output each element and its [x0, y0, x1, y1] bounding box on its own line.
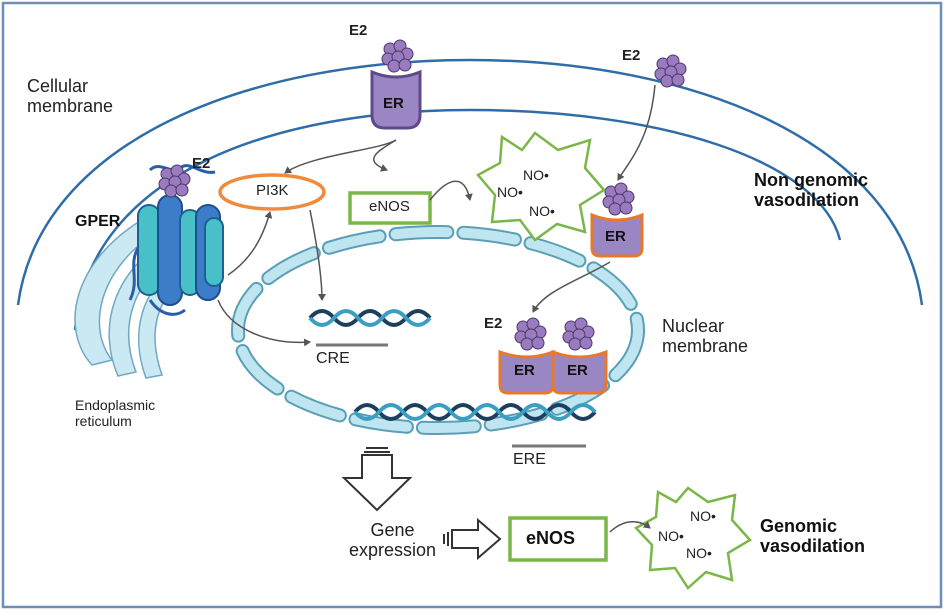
e2-label-nuclear: E2 — [484, 315, 503, 332]
estrogen-receptor-icon — [370, 69, 422, 130]
no-label: NO• — [529, 203, 555, 219]
no-label: NO• — [523, 167, 549, 183]
estrogen-receptor-icon — [498, 349, 608, 395]
er-label-cyto: ER — [605, 228, 626, 245]
nuclear-membrane-label: Nuclear membrane — [662, 316, 749, 357]
enos-top-label: eNOS — [369, 198, 410, 215]
no-label: NO• — [658, 528, 684, 544]
pi3k-node — [218, 173, 326, 211]
gper-label: GPER — [75, 213, 121, 230]
block-arrow-icon — [443, 517, 502, 561]
e2-label-top: E2 — [349, 22, 368, 39]
signal-arrows — [217, 84, 656, 533]
no-burst-icon — [633, 486, 752, 590]
ere-label: ERE — [513, 451, 546, 468]
pi3k-label: PI3K — [256, 182, 289, 199]
dna-helix-icon — [353, 403, 597, 448]
endoplasmic-reticulum-label: Endoplasmic reticulum — [75, 397, 156, 429]
enos-box-bottom — [508, 516, 608, 562]
er-label-top: ER — [383, 95, 404, 112]
er-label-nuclear-2: ER — [567, 362, 588, 379]
no-label: NO• — [686, 545, 712, 561]
dna-helix-icon — [308, 309, 432, 347]
cellular-membrane — [16, 58, 924, 331]
enos-box-top — [348, 191, 432, 225]
e2-label-gper: E2 — [192, 155, 211, 172]
gene-expression-label: Gene expression — [349, 520, 437, 561]
enos-bottom-label: eNOS — [526, 528, 576, 548]
estrogen-receptor-icon — [590, 212, 644, 258]
no-label: NO• — [690, 508, 716, 524]
genomic-vasodilation-label: Genomic vasodilation — [760, 516, 866, 557]
no-burst-icon — [476, 131, 606, 242]
block-arrow-icon — [341, 447, 413, 512]
er-label-nuclear-1: ER — [514, 362, 535, 379]
cellular-membrane-label: Cellular membrane — [27, 76, 114, 117]
cre-label: CRE — [316, 350, 350, 367]
non-genomic-vasodilation-label: Non genomic vasodilation — [754, 170, 869, 211]
e2-label-right: E2 — [622, 47, 641, 64]
no-label: NO• — [497, 184, 523, 200]
